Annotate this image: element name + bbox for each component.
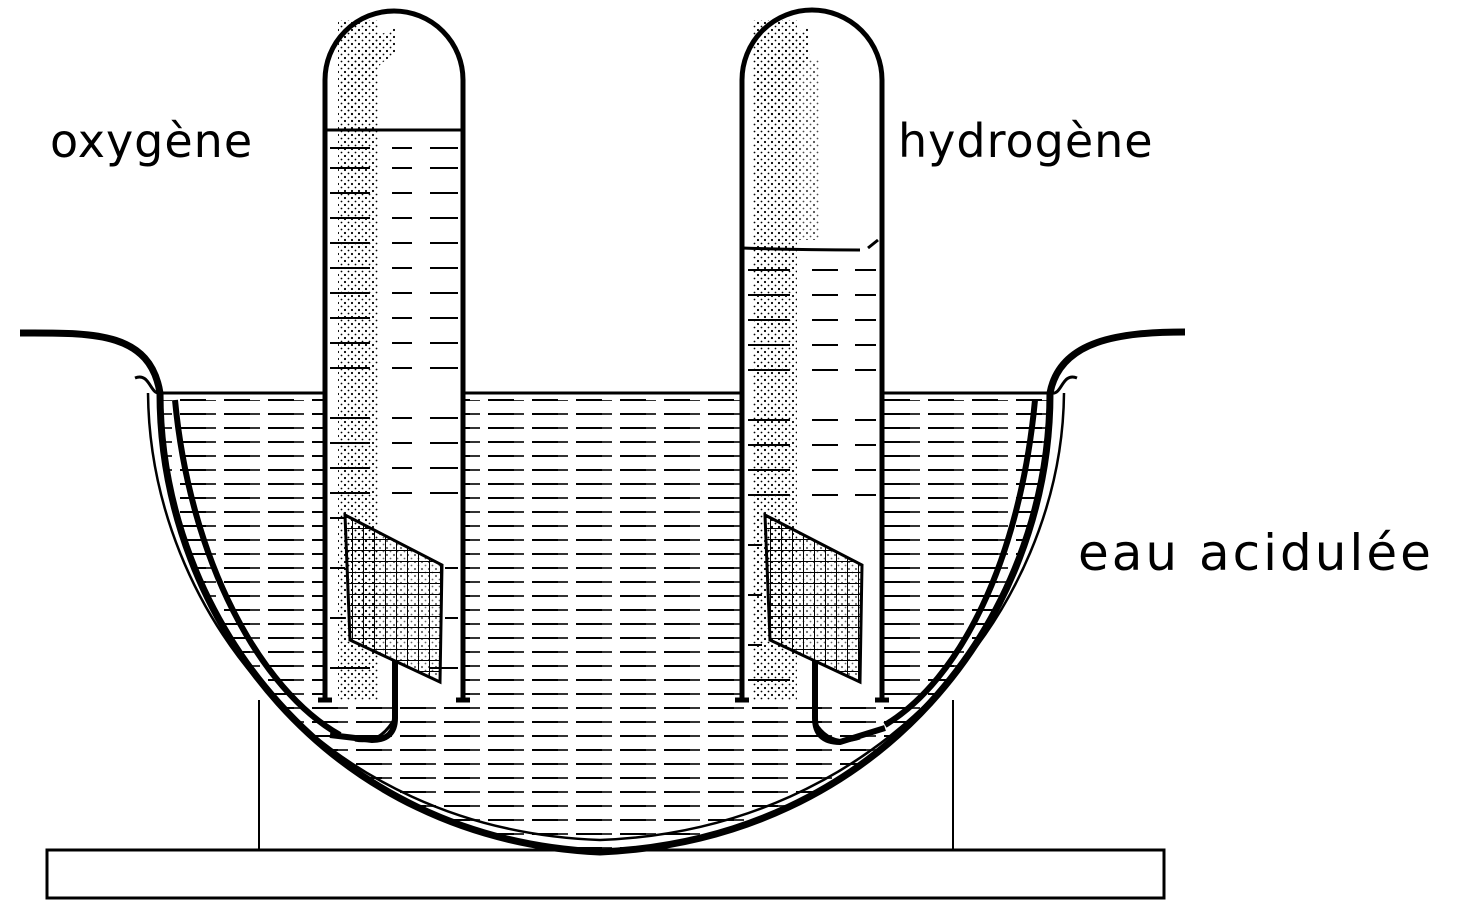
bowl-supports bbox=[258, 700, 954, 850]
acid-water bbox=[160, 391, 1052, 850]
acid-water-label: eau acidulée bbox=[1078, 524, 1434, 582]
bowl-inner-detail bbox=[172, 399, 1038, 738]
hydrogen-label: hydrogène bbox=[898, 114, 1154, 168]
hydrogen-tube-liquid-lines bbox=[748, 269, 876, 681]
bowl bbox=[19, 328, 1186, 856]
base-board bbox=[45, 848, 1166, 900]
oxygen-electrode bbox=[329, 512, 444, 744]
hydrogen-electrode bbox=[763, 512, 886, 746]
oxygen-label: oxygène bbox=[50, 114, 254, 168]
oxygen-tube-liquid-lines bbox=[330, 147, 458, 669]
